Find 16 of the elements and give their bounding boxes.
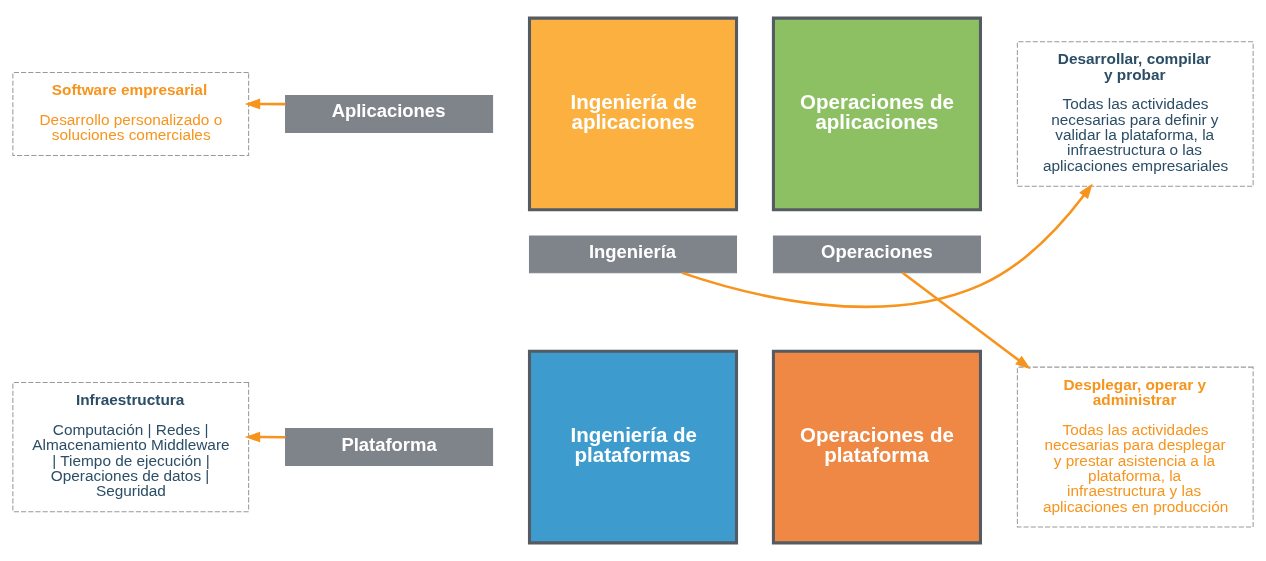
node-box: Desplegar, operar y administrar Todas las actividades necesarias para desplegar y prestar asistencia a la plataforma, la infraestructura y las aplicaciones en producción [1016,366,1254,528]
node-box: Ingeniería [528,235,738,274]
node-box: Aplicaciones [285,94,494,133]
node-box: Infraestructura Computación | Redes | Almacenamiento Middleware | Tiempo de ejecución | Operaciones de datos | Seguridad [12,382,250,513]
node-box: Plataforma [285,428,494,466]
node-box: Ingeniería de aplicaciones [527,16,739,212]
node-box: Operaciones de plataforma [771,349,982,545]
node-box: Operaciones [772,235,981,274]
node-box: Software empresarial Desarrollo personalizado o soluciones comerciales [12,71,250,156]
arrow [901,271,1031,370]
arrow [244,431,286,443]
node-box: Operaciones de aplicaciones [771,16,982,212]
arrow [244,98,286,110]
node-box: Ingeniería de plataformas [527,349,739,545]
arrow [681,183,1093,309]
node-box: Desarrollar, compilar y probar Todas las actividades necesarias para definir y validar la plataforma, la infraestructura o las aplicaciones empresariales [1016,41,1254,187]
